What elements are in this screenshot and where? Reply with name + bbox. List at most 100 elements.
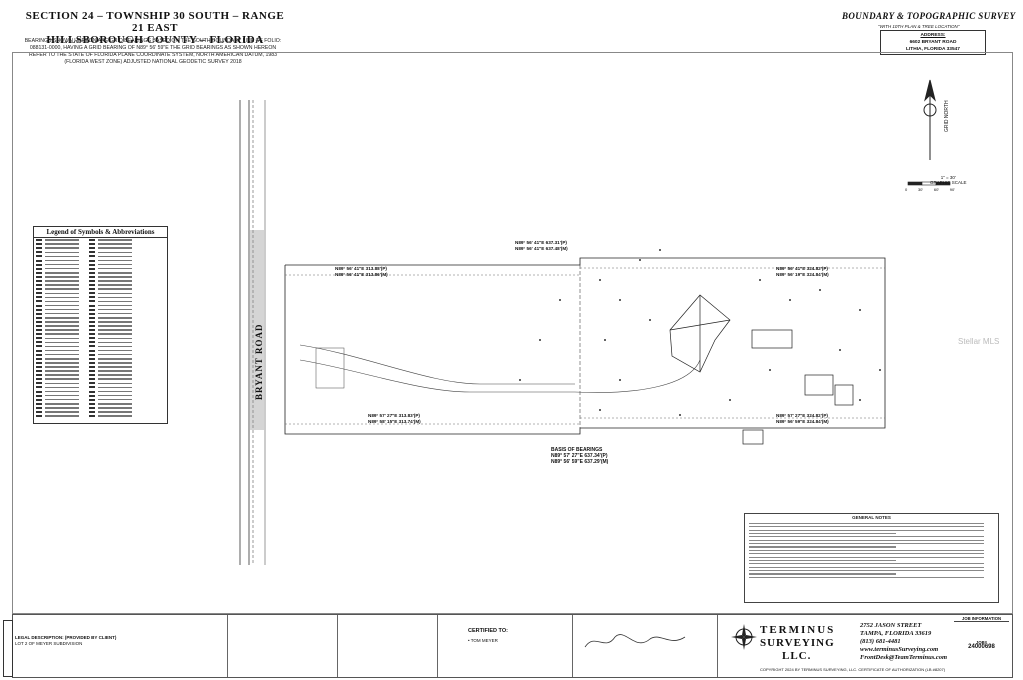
road-name: BRYANT ROAD [254, 323, 264, 400]
scale-sub: GRAPHIC SCALE [930, 180, 967, 185]
shed [315, 347, 345, 389]
legend-row [34, 250, 167, 254]
certified-cell: CERTIFIED TO: • TOM MEYER [438, 615, 573, 677]
legend-row [34, 242, 167, 246]
note-line [749, 536, 985, 538]
basis-meas: N89° 56' 59"E 637.29'(M) [551, 459, 609, 465]
legend-row [34, 406, 167, 410]
note-line [749, 563, 985, 565]
general-notes: GENERAL NOTES [744, 513, 999, 603]
legend-rows [34, 238, 167, 418]
note-line [749, 576, 985, 578]
easement-lines [285, 267, 885, 425]
legend-box: Legend of Symbols & Abbreviations [33, 226, 168, 424]
scale-tick: 90' [949, 187, 955, 192]
job-info-box: JOB INFORMATION JOB# 24000698 [954, 616, 1009, 674]
legend-row [34, 398, 167, 402]
legend-row [34, 275, 167, 279]
survey-title: BOUNDARY & TOPOGRAPHIC SURVEY [842, 11, 1016, 21]
legend-row [34, 349, 167, 353]
bearing-bottom-right-plat: N89° 57' 27"E 324.82'(P) [776, 413, 828, 418]
legal-description-cell: LEGAL DESCRIPTION: (PROVIDED BY CLIENT) … [13, 615, 228, 677]
legend-row [34, 353, 167, 357]
company-email[interactable]: FrontDesk@TeamTerminus.com [860, 654, 948, 661]
legend-row [34, 357, 167, 361]
legend-row [34, 279, 167, 283]
bearing-bottom-left-plat: N89° 57' 27"E 313.83'(P) [368, 413, 420, 418]
legend-row [34, 295, 167, 299]
legend-row [34, 299, 167, 303]
legend-row [34, 324, 167, 328]
basis-of-bearings: BASIS OF BEARINGS N89° 57' 27"E 637.34'(… [551, 447, 608, 465]
basis-plat: N89° 57' 27"E 637.34'(P) [551, 453, 608, 459]
legend-row [34, 373, 167, 377]
note-line [749, 546, 896, 548]
graphic-scale [907, 181, 951, 186]
notes-title: GENERAL NOTES [852, 515, 891, 520]
legend-row [34, 377, 167, 381]
legend-row [34, 308, 167, 312]
bearing-bottom-left-meas: N89° 58' 15"E 313.74'(M) [368, 419, 421, 424]
scale-ratio: 1" = 30' [940, 175, 956, 180]
signature-cell [573, 615, 718, 677]
legend-title: Legend of Symbols & Abbreviations [34, 227, 167, 238]
company-logo-icon [731, 624, 757, 650]
company-street: 2752 JASON STREET [860, 622, 922, 629]
bearing-top-right-plat: N89° 56' 41"E 324.82'(P) [776, 266, 828, 271]
legend-row [34, 385, 167, 389]
company-name-3: LLC. [782, 650, 812, 662]
bearing-top-left-plat: N89° 56' 41"E 313.88'(P) [335, 266, 387, 271]
north-arrow [923, 79, 937, 160]
county-line: HILLSBOROUGH COUNTY – FLORIDA [46, 34, 264, 46]
note-line [749, 529, 985, 531]
legend-row [34, 332, 167, 336]
legend-row [34, 312, 167, 316]
lot-boundary [284, 257, 886, 435]
scale-tick: 60' [933, 187, 940, 192]
address-box: ADDRESS: 6602 BRYANT ROAD LITHIA, FLORID… [880, 30, 986, 55]
legend-row [34, 389, 167, 393]
north-label: GRID NORTH [944, 100, 950, 132]
legend-row [34, 328, 167, 332]
company-city: TAMPA, FLORIDA 33619 [860, 630, 932, 637]
legal-line: LOT 2 OF MEYER SUBDIVISION [15, 640, 83, 646]
basis-title: BASIS OF BEARINGS [551, 447, 603, 453]
company-name: TERMINUS SURVEYING LLC. [760, 624, 835, 663]
survey-drawing [239, 79, 951, 565]
scale-tick: 0 [905, 187, 908, 192]
legend-row [34, 263, 167, 267]
company-web[interactable]: www.terminusSurveying.com [860, 646, 939, 653]
legend-row [34, 361, 167, 365]
certified-name: • TOM MEYER [468, 637, 498, 643]
scale-label: 1" = 30' GRAPHIC SCALE [930, 175, 967, 185]
left-side-stamp [3, 620, 13, 677]
address-line2: LITHIA, FLORIDA 33547 [906, 47, 960, 52]
legend-row [34, 344, 167, 348]
legend-row [34, 414, 167, 418]
tree-points [519, 249, 881, 416]
note-line [749, 539, 985, 541]
watermark: Stellar MLS [958, 337, 1000, 346]
bearing-note: BEARINGS SHOWN HEREON ARE GRID BEARINGS … [24, 38, 282, 65]
legend-row [34, 238, 167, 242]
legend-row [34, 410, 167, 414]
address-line1: 6602 BRYANT ROAD [909, 40, 957, 45]
job-number: 24000698 [968, 644, 995, 650]
legend-row [34, 254, 167, 258]
legend-row [34, 340, 167, 344]
survey-subtitle: "WITH 10TH PLAN & TREE LOCATION" [878, 24, 960, 29]
note-line [749, 556, 985, 558]
section-line: SECTION 24 – TOWNSHIP 30 SOUTH – RANGE 2… [25, 10, 285, 34]
legend-row [34, 258, 167, 262]
legend-row [34, 304, 167, 308]
title-block: LEGAL DESCRIPTION: (PROVIDED BY CLIENT) … [12, 614, 1013, 678]
copyright: COPYRIGHT 2024 BY TERMINUS SURVEYING, LL… [760, 667, 946, 672]
legend-row [34, 283, 167, 287]
surveyor-signature [584, 634, 686, 648]
note-line [749, 570, 985, 572]
note-line [749, 549, 985, 551]
tree-notes-cell [228, 615, 338, 677]
legend-row [34, 246, 167, 250]
note-line [749, 543, 985, 545]
section-title: SECTION 24 – TOWNSHIP 30 SOUTH – RANGE 2… [20, 10, 290, 46]
